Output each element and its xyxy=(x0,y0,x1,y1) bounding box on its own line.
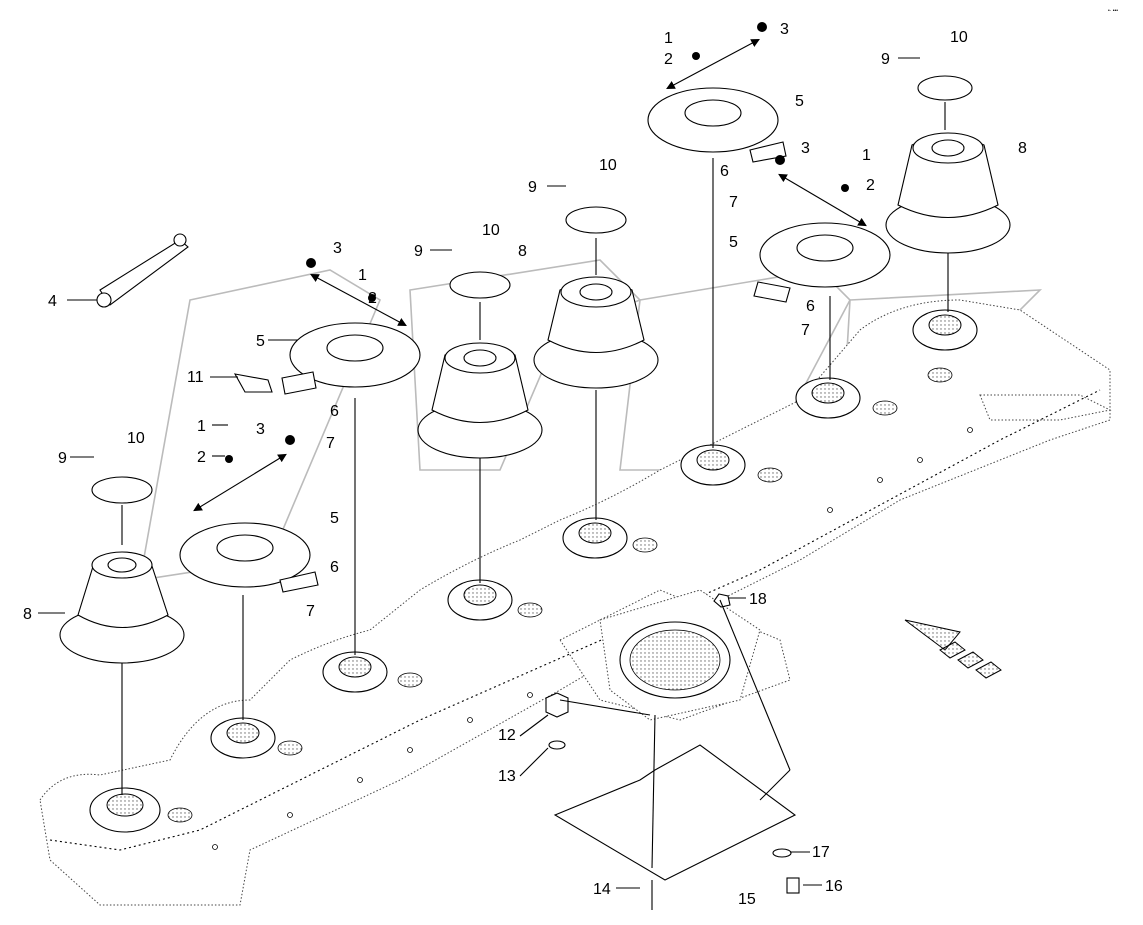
corner-code: •· ••• xyxy=(1108,8,1118,14)
disc-d xyxy=(759,222,891,288)
callout-1: 1 xyxy=(197,418,206,435)
callout-18: 18 xyxy=(749,591,767,608)
drum-hood-left xyxy=(59,551,185,664)
callout-17: 17 xyxy=(812,844,830,861)
callout-14: 14 xyxy=(593,881,611,898)
callout-10: 10 xyxy=(599,157,617,174)
callout-10: 10 xyxy=(950,29,968,46)
callout-9: 9 xyxy=(881,51,890,68)
drive-housing xyxy=(599,589,761,721)
drum-hood-center-left xyxy=(417,342,543,459)
hub-2 xyxy=(210,717,276,759)
callout-13: 13 xyxy=(498,768,516,785)
callout-2: 2 xyxy=(368,290,377,307)
disc-b xyxy=(289,322,421,388)
hub-4 xyxy=(447,579,513,621)
callout-5: 5 xyxy=(330,510,339,527)
callout-10: 10 xyxy=(127,430,145,447)
callout-labels: 1 2 3 4 5 6 7 11 1 2 3 9 10 5 6 7 8 9 10… xyxy=(23,21,1027,908)
callout-3: 3 xyxy=(256,421,265,438)
callout-1: 1 xyxy=(862,147,871,164)
callout-2: 2 xyxy=(664,51,673,68)
callout-1: 1 xyxy=(664,30,673,47)
hub-5 xyxy=(562,517,628,559)
disc-a xyxy=(179,522,311,588)
hub-3 xyxy=(322,651,388,693)
blade-arrows xyxy=(193,38,867,512)
callout-11: 11 xyxy=(187,369,204,386)
hub-1 xyxy=(89,787,161,833)
callout-15: 15 xyxy=(738,891,756,908)
callout-3: 3 xyxy=(333,240,342,257)
callout-2: 2 xyxy=(197,449,206,466)
callout-8: 8 xyxy=(23,606,32,623)
callout-7: 7 xyxy=(729,194,738,211)
callout-9: 9 xyxy=(414,243,423,260)
callout-3: 3 xyxy=(780,21,789,38)
callout-7: 7 xyxy=(801,322,810,339)
callout-5: 5 xyxy=(795,93,804,110)
callout-8: 8 xyxy=(518,243,527,260)
callout-9: 9 xyxy=(528,179,537,196)
disc-hubs xyxy=(89,309,978,833)
small-parts xyxy=(96,22,849,910)
callout-8: 8 xyxy=(1018,140,1027,157)
travel-direction-arrow xyxy=(904,619,1002,679)
callout-6: 6 xyxy=(806,298,815,315)
disc-c xyxy=(647,87,779,153)
callout-4: 4 xyxy=(48,293,57,310)
hub-8 xyxy=(912,309,978,351)
callout-10: 10 xyxy=(482,222,500,239)
callout-6: 6 xyxy=(720,163,729,180)
assembly-lines xyxy=(121,102,949,795)
callout-6: 6 xyxy=(330,559,339,576)
callout-5: 5 xyxy=(256,333,265,350)
callout-7: 7 xyxy=(306,603,315,620)
leader-lines xyxy=(38,57,920,889)
callout-12: 12 xyxy=(498,727,516,744)
hub-6 xyxy=(680,444,746,486)
skid-plate xyxy=(553,599,797,881)
callout-9: 9 xyxy=(58,450,67,467)
callout-2: 2 xyxy=(866,177,875,194)
callout-3: 3 xyxy=(801,140,810,157)
callout-1: 1 xyxy=(358,267,367,284)
cover-caps xyxy=(91,75,973,504)
drum-hood-center xyxy=(533,276,659,389)
cutting-discs xyxy=(179,87,891,588)
callout-7: 7 xyxy=(326,435,335,452)
callout-5: 5 xyxy=(729,234,738,251)
callout-16: 16 xyxy=(825,878,843,895)
callout-6: 6 xyxy=(330,403,339,420)
hub-7 xyxy=(795,377,861,419)
drum-hood-right xyxy=(885,132,1011,254)
